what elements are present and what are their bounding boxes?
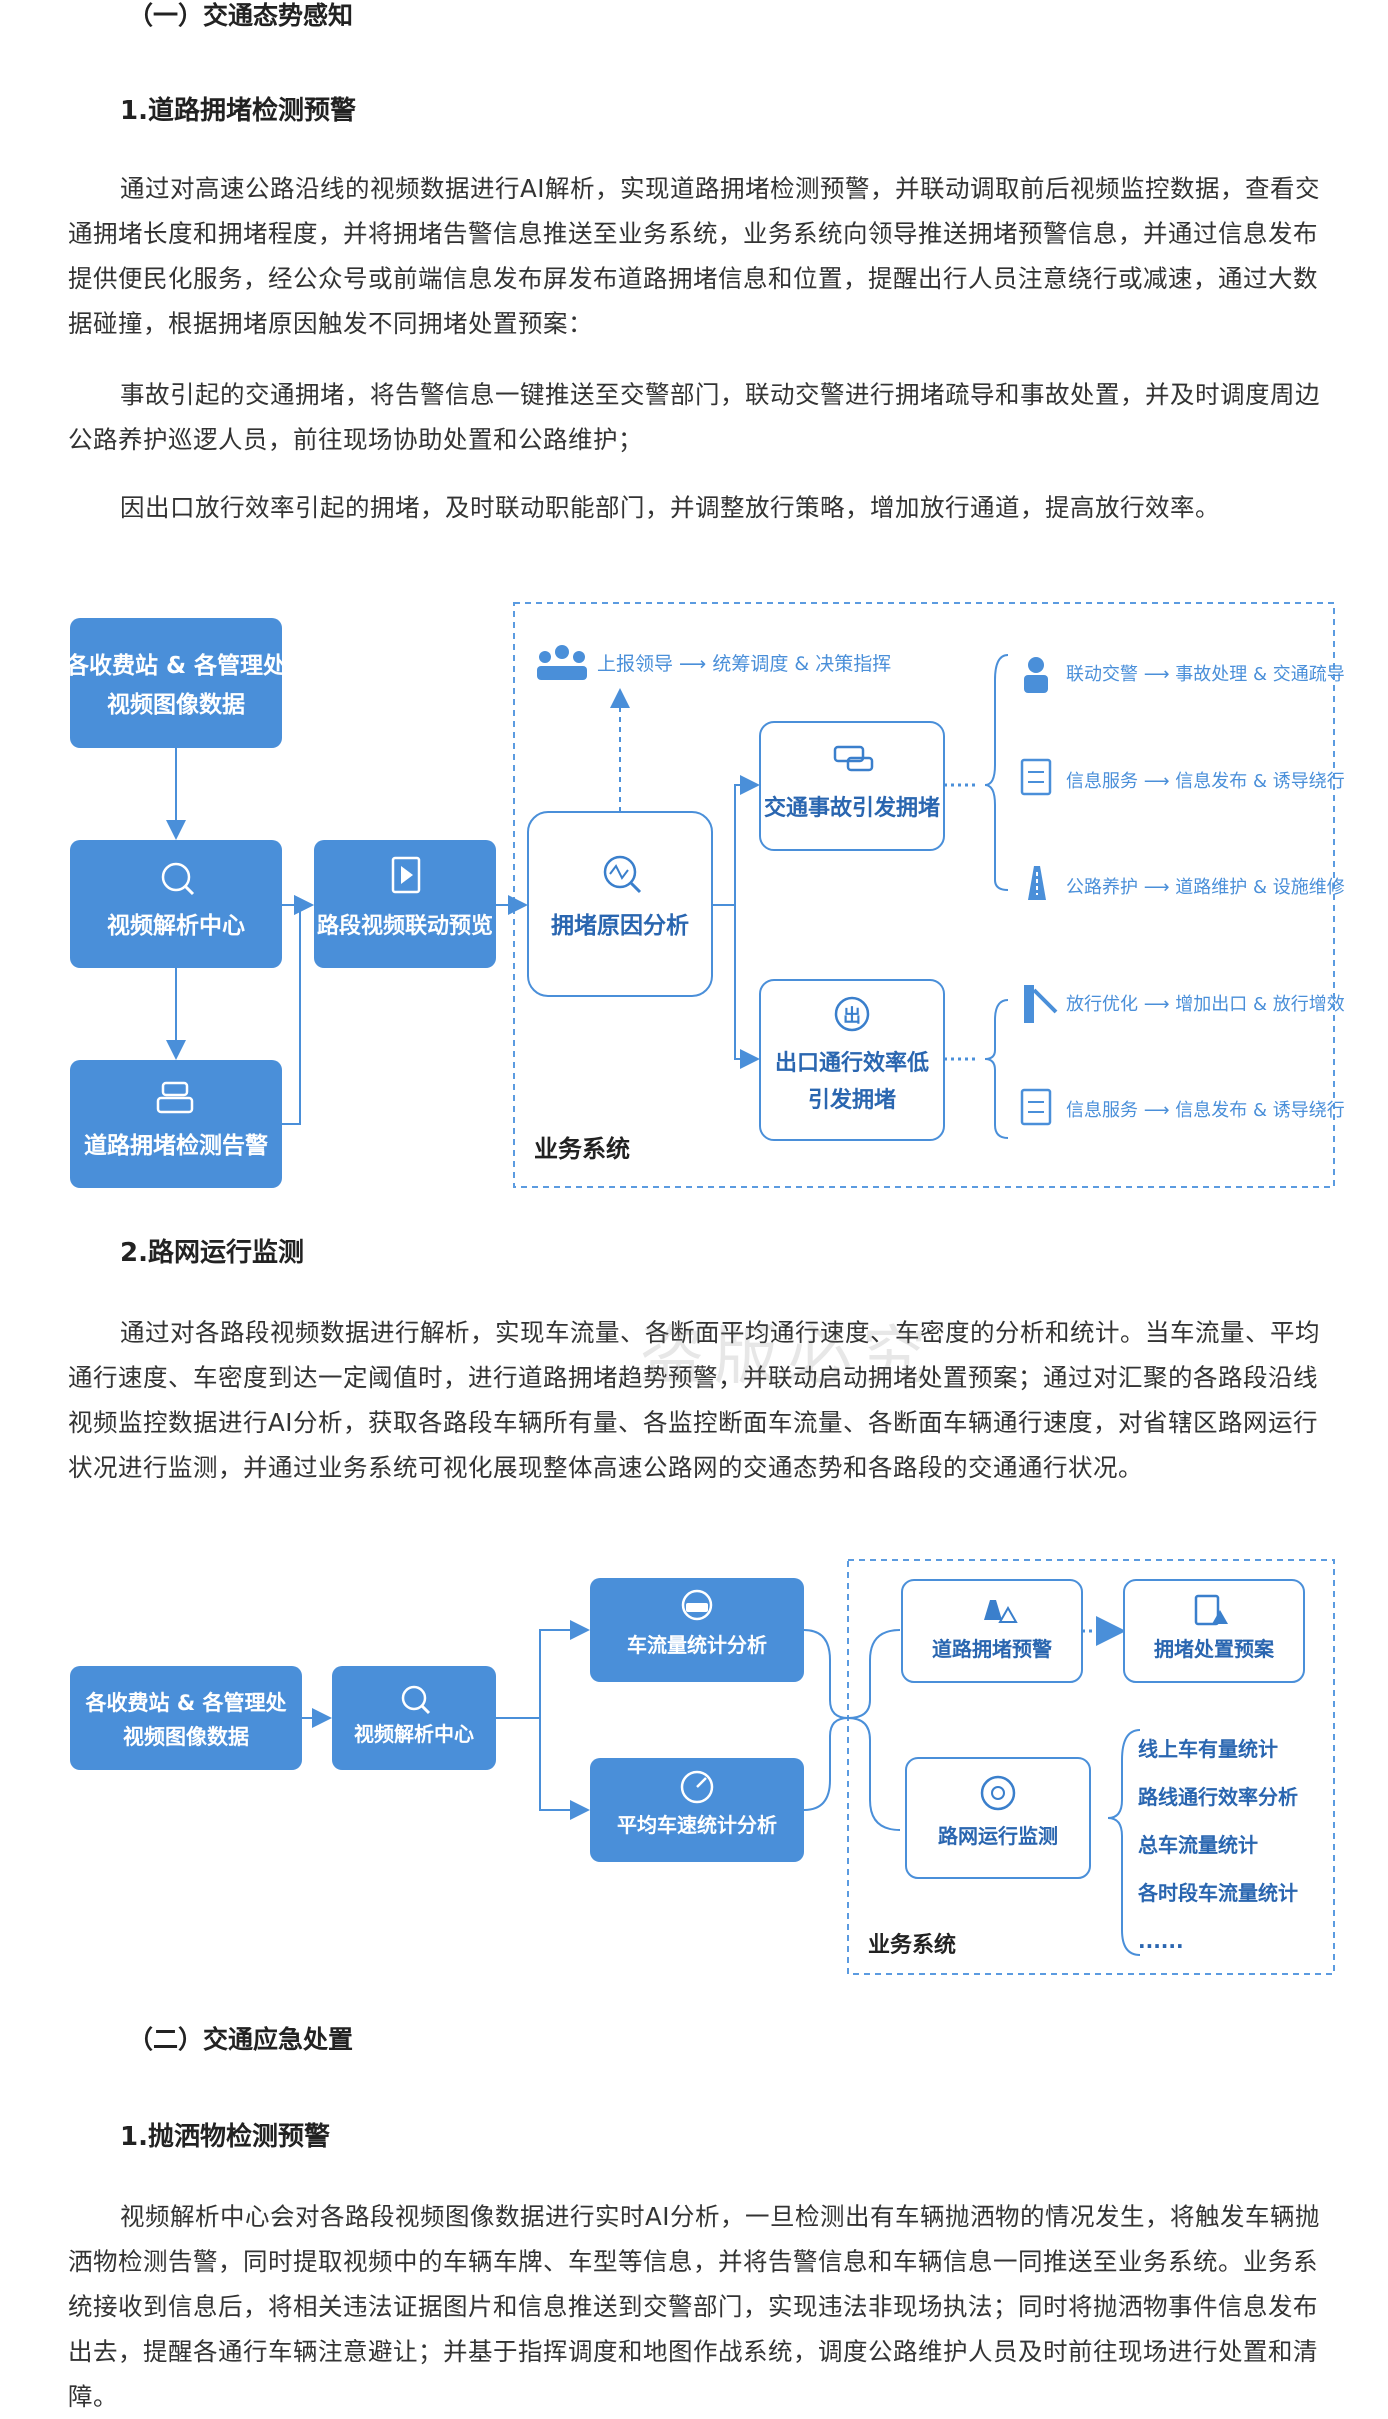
speed-stat-box: [590, 1758, 804, 1862]
congestion-warn-label: 道路拥堵预警: [932, 1637, 1052, 1661]
network-monitor-label: 路网运行监测: [938, 1824, 1058, 1848]
subheading-debris-detection: 1.抛洒物检测预警: [120, 2122, 330, 2152]
subheading-congestion-warning: 1.道路拥堵检测预警: [120, 96, 356, 126]
analysis-center-label: 视频解析中心: [107, 912, 245, 939]
section-heading-emergency: （二）交通应急处置: [128, 2025, 354, 2054]
output-police: 联动交警 ⟶ 事故处理 & 交通疏导: [1066, 664, 1345, 685]
source-box: [70, 618, 282, 748]
network-globe-icon: [980, 1775, 1016, 1811]
police-icon: [1024, 657, 1048, 693]
play-icon: [391, 856, 421, 894]
road-icon: [1028, 866, 1046, 900]
accident-congestion-label: 交通事故引发拥堵: [764, 795, 940, 821]
flow-stat-label: 车流量统计分析: [627, 1633, 767, 1657]
analysis-center-label-2: 视频解析中心: [354, 1722, 474, 1746]
source-box-2: [70, 1666, 302, 1770]
stat-item: 总车流量统计: [1138, 1833, 1258, 1857]
linkage-preview-label: 路段视频联动预览: [317, 913, 493, 939]
stat-item: 各时段车流量统计: [1137, 1881, 1298, 1905]
info-board-icon: [1020, 1088, 1052, 1126]
source2-line1: 各收费站 & 各管理处: [85, 1691, 287, 1715]
cause-analysis-box: [527, 811, 713, 997]
output-road-maintenance: 公路养护 ⟶ 道路维护 & 设施维修: [1066, 877, 1345, 898]
exit-efficiency-line1: 出口通行效率低: [775, 1050, 929, 1076]
barrier-gate-icon: [1024, 985, 1058, 1023]
section-heading-traffic-awareness: （一）交通态势感知: [128, 1, 354, 30]
network-monitor-box: [905, 1757, 1091, 1879]
stat-item: 路线通行效率分析: [1138, 1785, 1298, 1809]
business-system-label-2: 业务系统: [868, 1932, 956, 1958]
business-system-frame: [513, 602, 1335, 1188]
flow-stat-box: [590, 1578, 804, 1682]
congestion-flow-diagram: 各收费站 & 各管理处 视频图像数据 视频解析中心 道路拥堵检测告警 路段视频联…: [65, 602, 1345, 1188]
business-system-label: 业务系统: [534, 1135, 630, 1163]
exit-icon: 出: [834, 996, 870, 1032]
congestion-alarm-box: [70, 1060, 282, 1188]
source2-line2: 视频图像数据: [123, 1725, 249, 1749]
output-info-service-2: 信息服务 ⟶ 信息发布 & 诱导绕行: [1066, 1100, 1345, 1121]
accident-congestion-box: [759, 721, 945, 851]
info-board-icon: [1020, 758, 1052, 796]
business-system-frame-2: [847, 1559, 1335, 1975]
stat-item: ......: [1138, 1929, 1184, 1953]
subheading-network-monitoring: 2.路网运行监测: [120, 1238, 304, 1268]
paragraph: 通过对各路段视频数据进行解析，实现车流量、各断面平均通行速度、车密度的分析和统计…: [68, 1318, 1320, 1482]
source-box-line2: 视频图像数据: [107, 691, 245, 718]
linkage-preview-box: [314, 840, 496, 968]
car-crash-icon: [833, 745, 874, 772]
paragraph: 事故引起的交通拥堵，将告警信息一键推送至交警部门，联动交警进行拥堵疏导和事故处置…: [68, 380, 1320, 454]
disposal-plan-label: 拥堵处置预案: [1154, 1637, 1275, 1661]
traffic-jam-icon: [156, 1081, 194, 1114]
leaders-icon: [537, 645, 587, 680]
svg-text:出: 出: [843, 1005, 861, 1027]
congestion-alarm-label: 道路拥堵检测告警: [84, 1132, 268, 1159]
magnifier-chart-icon: [161, 862, 195, 896]
speedometer-icon: [680, 1770, 714, 1804]
congestion-warn-box: [901, 1579, 1083, 1683]
disposal-plan-box: [1123, 1579, 1305, 1683]
speed-stat-label: 平均车速统计分析: [617, 1813, 777, 1837]
source-box-line1: 各收费站 & 各管理处: [65, 652, 286, 679]
cause-analysis-label: 拥堵原因分析: [551, 913, 689, 939]
output-info-service: 信息服务 ⟶ 信息发布 & 诱导绕行: [1066, 771, 1345, 792]
magnifier-wave-icon: [603, 855, 642, 894]
document-alert-icon: [1194, 1594, 1228, 1626]
watermark: 盗版必究: [640, 1320, 936, 1394]
paragraph: 因出口放行效率引起的拥堵，及时联动职能部门，并调整放行策略，增加放行通道，提高放…: [120, 493, 1220, 522]
exit-efficiency-line2: 引发拥堵: [808, 1087, 896, 1113]
analysis-center-box: [70, 840, 282, 968]
stat-item: 线上车有量统计: [1138, 1737, 1278, 1761]
analysis-center-box-2: [332, 1666, 496, 1770]
report-label: 上报领导 ⟶ 统筹调度 & 决策指挥: [597, 653, 891, 675]
car-speed-icon: [681, 1589, 713, 1621]
paragraph: 视频解析中心会对各路段视频图像数据进行实时AI分析，一旦检测出有车辆抛洒物的情况…: [68, 2202, 1320, 2411]
magnifier-chart-icon: [401, 1685, 431, 1715]
output-release-optimize: 放行优化 ⟶ 增加出口 & 放行增效: [1066, 994, 1345, 1015]
paragraph: 通过对高速公路沿线的视频数据进行AI解析，实现道路拥堵检测预警，并联动调取前后视…: [68, 174, 1320, 338]
road-alert-icon: [984, 1600, 1018, 1623]
